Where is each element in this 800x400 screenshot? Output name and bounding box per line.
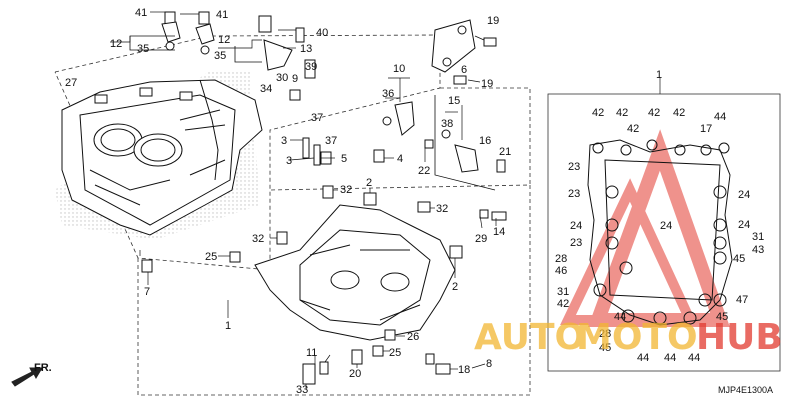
label-31: 31 <box>557 286 569 298</box>
label-32: 32 <box>436 203 448 215</box>
label-40: 40 <box>316 27 328 39</box>
label-45: 45 <box>599 342 611 354</box>
label-7: 7 <box>144 286 150 298</box>
label-2: 2 <box>366 177 372 189</box>
label-28: 28 <box>599 328 611 340</box>
label-11: 11 <box>306 347 317 359</box>
label-22: 22 <box>418 165 430 177</box>
label-47: 47 <box>736 294 748 306</box>
label-24: 24 <box>738 219 750 231</box>
leader-lines <box>110 11 497 388</box>
label-23: 23 <box>568 161 580 173</box>
label-32: 32 <box>340 184 352 196</box>
label-17: 17 <box>700 123 712 135</box>
label-42: 42 <box>648 107 660 119</box>
label-30: 30 <box>276 72 288 84</box>
upper-crankcase <box>61 79 263 236</box>
watermark-hub: HUB <box>696 317 783 358</box>
label-34: 34 <box>260 83 272 95</box>
label-15: 15 <box>448 95 460 107</box>
label-42: 42 <box>627 123 639 135</box>
watermark-auto: AUTO <box>474 317 585 358</box>
label-42: 42 <box>673 107 685 119</box>
label-4: 4 <box>397 153 403 165</box>
label-46: 46 <box>555 265 567 277</box>
assembly-frame <box>54 34 531 396</box>
right-frame <box>547 78 781 372</box>
crankcase-bottom-view <box>587 139 733 326</box>
label-18: 18 <box>458 364 470 376</box>
label-31: 31 <box>752 231 764 243</box>
label-45: 45 <box>733 253 745 265</box>
label-24: 24 <box>660 220 672 232</box>
label-20: 20 <box>349 368 361 380</box>
label-43: 43 <box>752 244 764 256</box>
label-44: 44 <box>637 352 649 364</box>
label-37: 37 <box>325 135 337 147</box>
label-23: 23 <box>568 188 580 200</box>
brackets <box>129 36 496 191</box>
label-42: 42 <box>616 107 628 119</box>
watermark-moto: MOTO <box>576 317 698 358</box>
label-13: 13 <box>300 43 312 55</box>
label-16: 16 <box>479 135 491 147</box>
lower-crankcase <box>254 204 456 341</box>
label-3: 3 <box>286 155 292 167</box>
label-1: 1 <box>225 320 231 332</box>
label-41: 41 <box>216 9 228 21</box>
diagram-code: MJP4E1300A <box>718 385 773 395</box>
label-27: 27 <box>65 77 77 89</box>
label-24: 24 <box>738 189 750 201</box>
label-44: 44 <box>664 352 676 364</box>
label-14: 14 <box>493 226 505 238</box>
label-12: 12 <box>110 38 122 50</box>
label-9: 9 <box>292 73 298 85</box>
label-1: 1 <box>656 69 662 81</box>
label-10: 10 <box>393 63 405 75</box>
label-42: 42 <box>592 107 604 119</box>
label-44: 44 <box>714 111 726 123</box>
label-41: 41 <box>135 7 147 19</box>
label-28: 28 <box>555 253 567 265</box>
label-21: 21 <box>499 146 511 158</box>
front-arrow-icon <box>11 367 43 387</box>
label-19: 19 <box>487 15 499 27</box>
label-26: 26 <box>407 331 419 343</box>
label-2: 2 <box>452 281 458 293</box>
label-35: 35 <box>214 50 226 62</box>
label-8: 8 <box>486 358 492 370</box>
label-25: 25 <box>389 347 401 359</box>
front-label: FR. <box>34 362 52 374</box>
label-38: 38 <box>441 118 453 130</box>
label-39: 39 <box>305 61 317 73</box>
watermark-text: AUTO MOTO HUB <box>474 317 783 358</box>
label-44: 44 <box>614 311 626 323</box>
label-24: 24 <box>570 220 582 232</box>
label-45: 45 <box>716 311 728 323</box>
label-23: 23 <box>570 237 582 249</box>
label-36: 36 <box>382 88 394 100</box>
label-12: 12 <box>218 34 230 46</box>
label-3: 3 <box>281 135 287 147</box>
watermark-logo <box>560 129 730 327</box>
part-labels: 41 41 12 35 12 35 40 13 19 6 19 10 30 34… <box>65 7 764 396</box>
label-44: 44 <box>688 352 700 364</box>
label-35: 35 <box>137 43 149 55</box>
label-5: 5 <box>341 153 347 165</box>
label-37: 37 <box>311 112 323 124</box>
label-19: 19 <box>481 78 493 90</box>
label-32: 32 <box>252 233 264 245</box>
label-6: 6 <box>461 64 467 76</box>
label-25: 25 <box>205 251 217 263</box>
label-33: 33 <box>296 384 308 396</box>
label-42: 42 <box>557 298 569 310</box>
label-29: 29 <box>475 233 487 245</box>
